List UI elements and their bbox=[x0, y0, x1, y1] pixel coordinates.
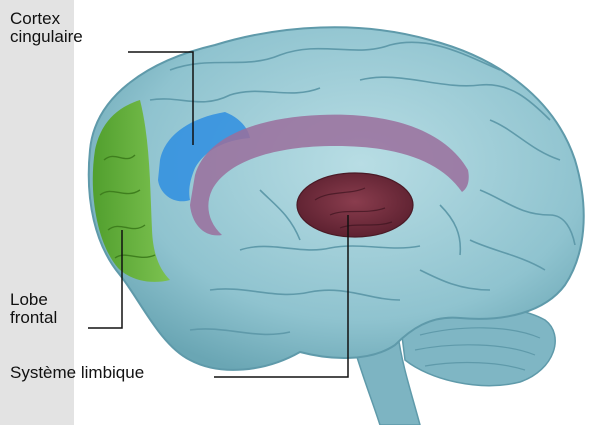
cortex-label-line-2: cingulaire bbox=[10, 28, 83, 46]
systeme-limbique-label: Système limbique bbox=[10, 364, 144, 382]
lobe-label-line-2: frontal bbox=[10, 309, 57, 327]
lobe-label-line-1: Lobe bbox=[10, 291, 57, 309]
cortex-label-line-1: Cortex bbox=[10, 10, 83, 28]
lobe-frontal-label: Lobe frontal bbox=[10, 291, 57, 327]
cortex-cingulaire-label: Cortex cingulaire bbox=[10, 10, 83, 46]
limbic-core bbox=[297, 173, 413, 237]
